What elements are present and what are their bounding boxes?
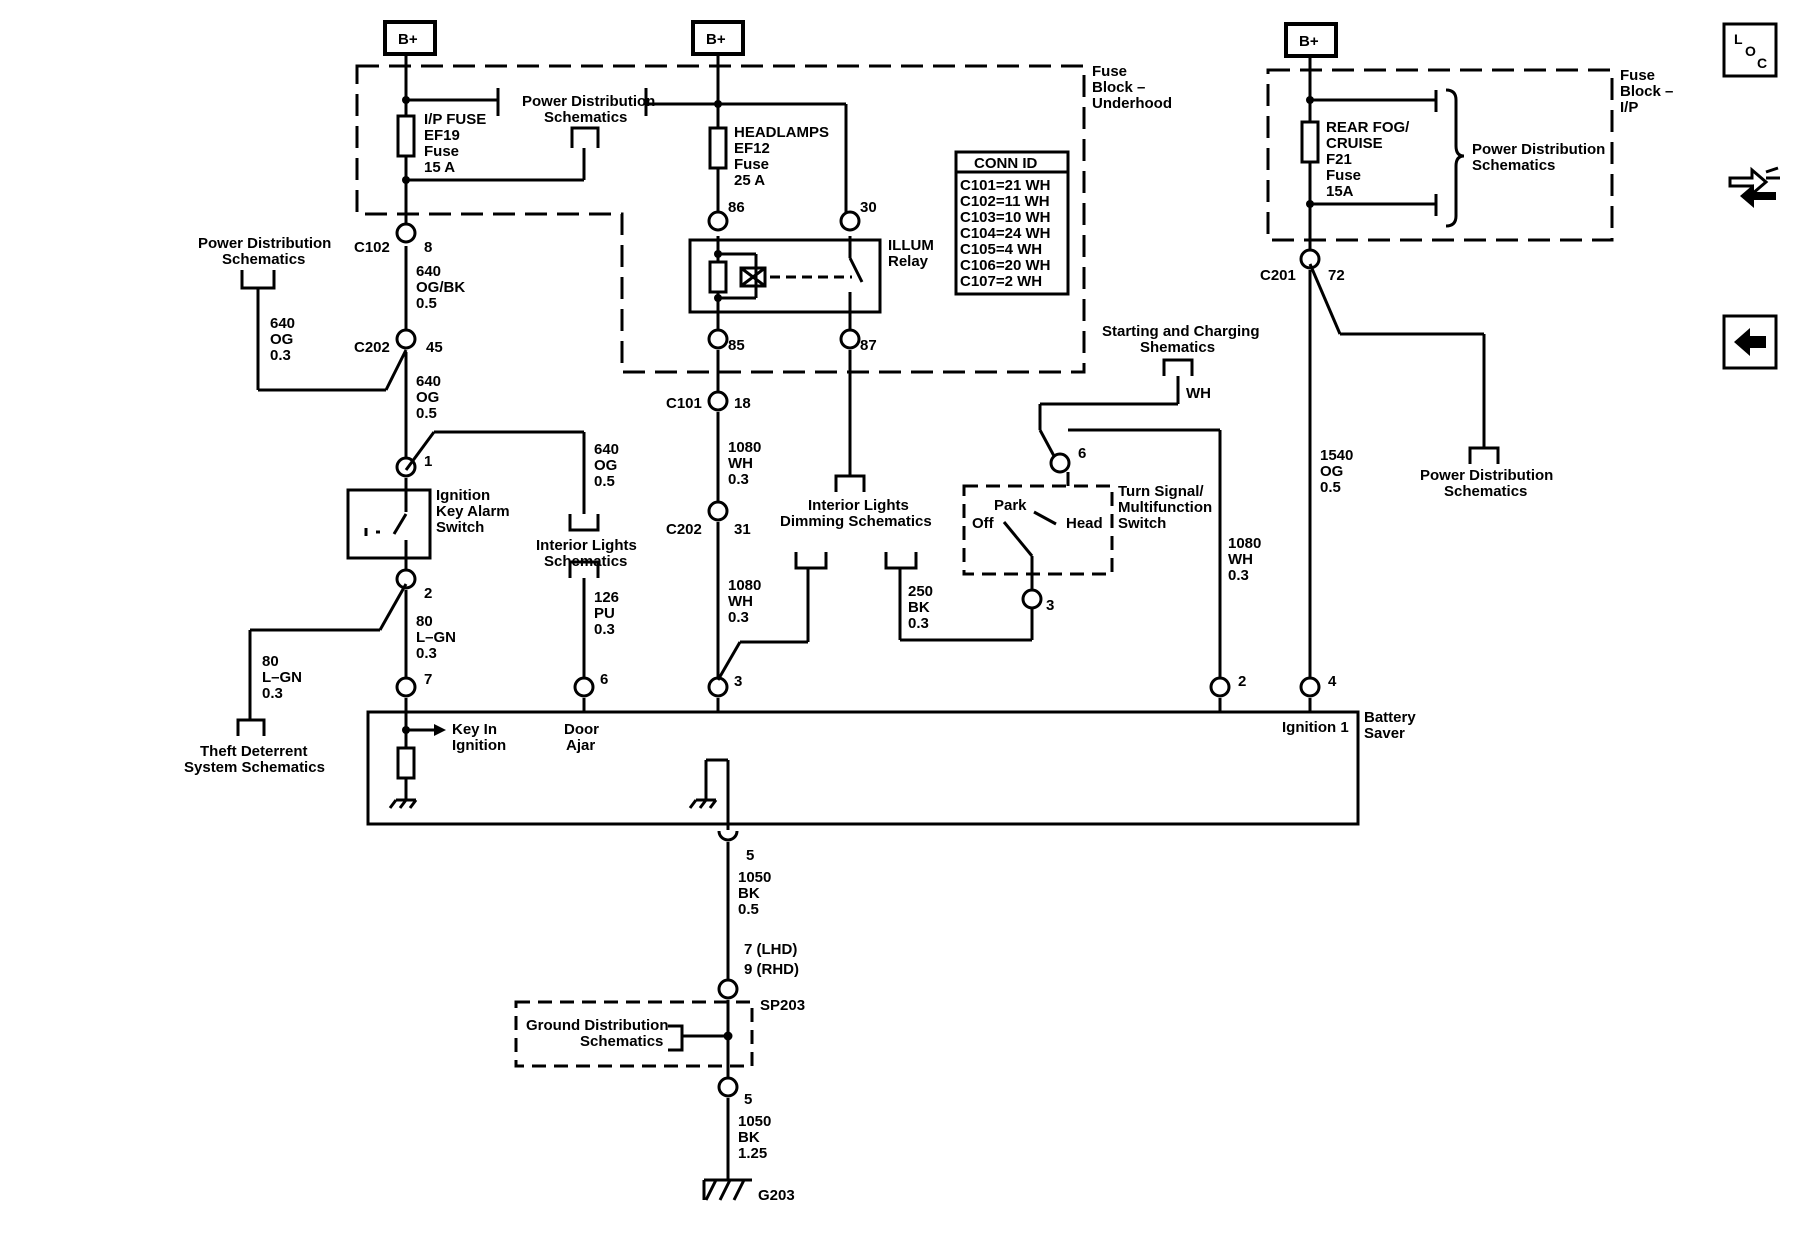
pin-c101: 18 bbox=[734, 395, 751, 412]
conn-c102: C102 bbox=[354, 239, 390, 256]
wire-126-pu: 126 PU 0.3 bbox=[594, 589, 623, 638]
wire-1080-wh-a: 1080 WH 0.3 bbox=[728, 439, 766, 488]
wire-80-lgn-main: 80 L–GN 0.3 bbox=[416, 613, 460, 662]
interior-lights-ref: Interior Lights Schematics bbox=[536, 537, 641, 570]
module-name: Battery Saver bbox=[1364, 709, 1420, 742]
module-ignition1: Ignition 1 bbox=[1282, 719, 1349, 736]
loc-icon: L O C bbox=[1722, 22, 1778, 78]
module-key-in: Key In Ignition bbox=[452, 721, 506, 754]
pin-sp-5: 5 bbox=[744, 1091, 752, 1108]
wire-640-og-main: 640 OG 0.5 bbox=[416, 373, 445, 422]
pin-mod-6: 6 bbox=[600, 671, 608, 688]
ground-g203: G203 bbox=[758, 1187, 795, 1204]
pds-right-bottom-ref: Power Distribution Schematics bbox=[1420, 467, 1558, 500]
relay-pin-87: 87 bbox=[860, 337, 877, 354]
pds-top-ref: Power Distribution Schematics bbox=[522, 93, 660, 126]
pin-c202-a: 45 bbox=[426, 339, 443, 356]
pin-mod-3: 3 bbox=[734, 673, 742, 690]
pin-c201: 72 bbox=[1328, 267, 1345, 284]
pin-c202-b: 31 bbox=[734, 521, 751, 538]
conn-id-title: CONN ID bbox=[974, 155, 1038, 172]
wire-80-lgn-branch: 80 L–GN 0.3 bbox=[262, 653, 306, 702]
svg-text:C: C bbox=[1757, 55, 1767, 71]
pin-mod-5: 5 bbox=[746, 847, 754, 864]
tsw-pos-park: Park bbox=[994, 497, 1027, 514]
interior-dimming-ref: Interior Lights Dimming Schematics bbox=[780, 497, 932, 530]
wire-1050-bk-b: 1050 BK 1.25 bbox=[738, 1113, 776, 1162]
ground-distribution-ref: Ground Distribution Schematics bbox=[526, 1017, 673, 1050]
svg-text:L: L bbox=[1734, 31, 1743, 47]
illum-relay-label: ILLUM Relay bbox=[888, 237, 938, 270]
relay-pin-85: 85 bbox=[728, 337, 745, 354]
pds-left-ref: Power Distribution Schematics bbox=[198, 235, 336, 268]
wire-1080-wh-b: 1080 WH 0.3 bbox=[728, 577, 766, 626]
relay-pin-30: 30 bbox=[860, 199, 877, 216]
pin-switch-in: 1 bbox=[424, 453, 432, 470]
tsw-pos-head: Head bbox=[1066, 515, 1103, 532]
turn-signal-switch-label: Turn Signal/ Multifunction Switch bbox=[1118, 483, 1216, 532]
fuse-block-ip-label: Fuse Block – I/P bbox=[1620, 67, 1678, 116]
conn-c201: C201 bbox=[1260, 267, 1296, 284]
b-plus-3: B+ bbox=[1299, 33, 1319, 50]
relay-pin-86: 86 bbox=[728, 199, 745, 216]
connector-end-view-button[interactable] bbox=[1726, 160, 1782, 212]
conn-c101: C101 bbox=[666, 395, 702, 412]
pin-c102: 8 bbox=[424, 239, 432, 256]
back-button[interactable] bbox=[1722, 314, 1778, 370]
pin-lhd-rhd: 7 (LHD) 9 (RHD) bbox=[744, 941, 802, 978]
pin-mod-2: 2 bbox=[1238, 673, 1246, 690]
ignition-key-switch-label: Ignition Key Alarm Switch bbox=[436, 487, 514, 536]
arrow-left-icon bbox=[1722, 314, 1778, 370]
wire-1050-bk-a: 1050 BK 0.5 bbox=[738, 869, 776, 918]
module-door-ajar: Door Ajar bbox=[564, 721, 603, 754]
pin-mod-4: 4 bbox=[1328, 673, 1337, 690]
pin-mod-7: 7 bbox=[424, 671, 432, 688]
conn-c202-a: C202 bbox=[354, 339, 390, 356]
headlamps-fuse-label: HEADLAMPS EF12 Fuse 25 A bbox=[734, 124, 833, 189]
pin-switch-out: 2 bbox=[424, 585, 432, 602]
pin-tsw-6: 6 bbox=[1078, 445, 1086, 462]
b-plus-2: B+ bbox=[706, 31, 726, 48]
wire-wh-short: WH bbox=[1186, 385, 1211, 402]
wire-640-og-left: 640 OG 0.3 bbox=[270, 315, 299, 364]
wire-1080-wh-c: 1080 WH 0.3 bbox=[1228, 535, 1266, 584]
conn-sp203: SP203 bbox=[760, 997, 805, 1014]
pds-right-top-ref: Power Distribution Schematics bbox=[1472, 141, 1610, 174]
b-plus-1: B+ bbox=[398, 31, 418, 48]
wire-250-bk: 250 BK 0.3 bbox=[908, 583, 937, 632]
fuse-block-underhood-label: Fuse Block – Underhood bbox=[1092, 63, 1172, 112]
svg-text:O: O bbox=[1745, 43, 1756, 59]
rear-fog-fuse-label: REAR FOG/ CRUISE F21 Fuse 15A bbox=[1326, 119, 1414, 200]
theft-deterrent-ref: Theft Deterrent System Schematics bbox=[184, 743, 325, 776]
wire-640-og-branch: 640 OG 0.5 bbox=[594, 441, 623, 490]
location-view-button[interactable]: L O C bbox=[1722, 22, 1778, 78]
pin-tsw-3: 3 bbox=[1046, 597, 1054, 614]
wire-1540-og: 1540 OG 0.5 bbox=[1320, 447, 1358, 496]
conn-c202-b: C202 bbox=[666, 521, 702, 538]
ip-fuse-label: I/P FUSE EF19 Fuse 15 A bbox=[424, 111, 490, 176]
tsw-pos-off: Off bbox=[972, 515, 995, 532]
conn-id-rows: C101=21 WH C102=11 WH C103=10 WH C104=24… bbox=[960, 177, 1055, 290]
connector-plug-icon bbox=[1728, 166, 1780, 208]
starting-charging-ref: Starting and Charging Shematics bbox=[1102, 323, 1264, 356]
wire-640-ogbk: 640 OG/BK 0.5 bbox=[416, 263, 469, 312]
